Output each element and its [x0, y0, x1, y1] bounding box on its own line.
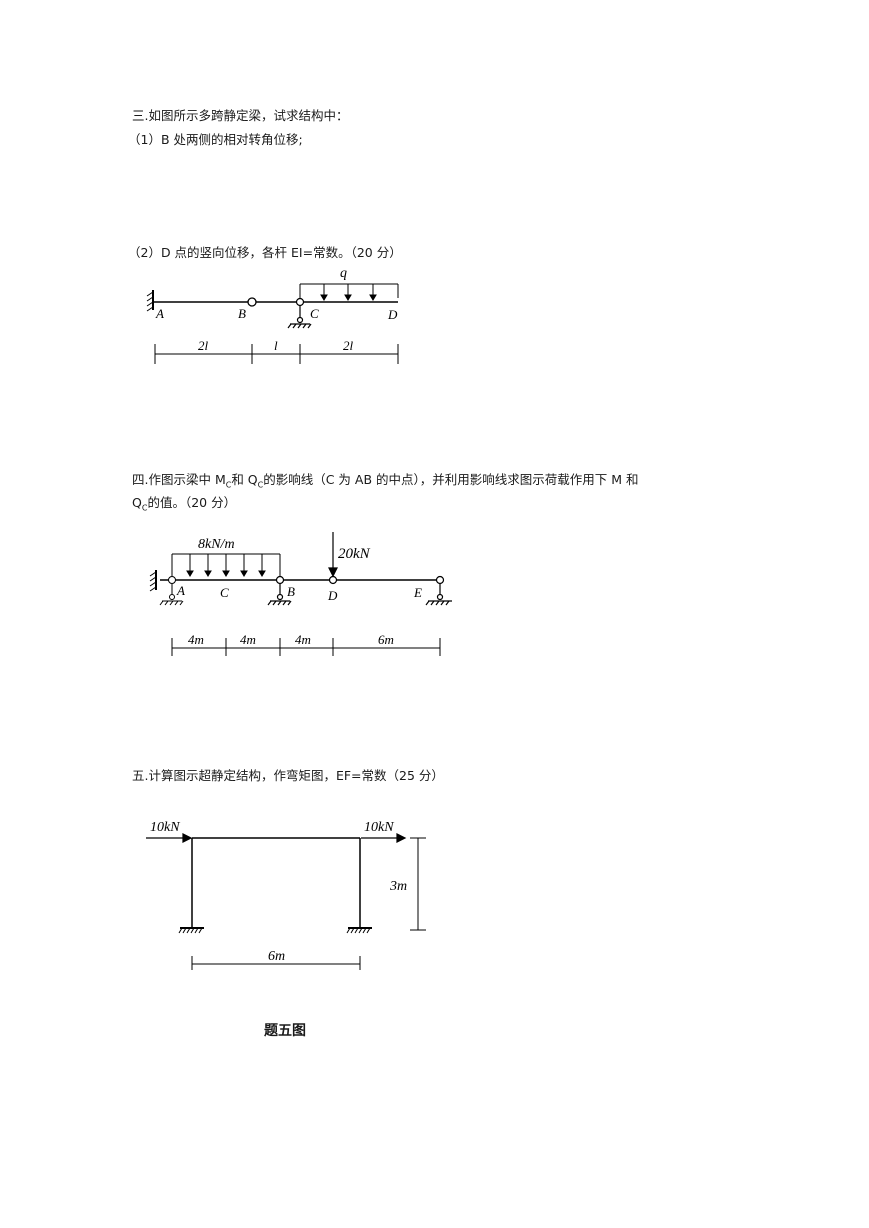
dim-label-1: 4m — [188, 632, 204, 647]
dim-label-4: 6m — [378, 632, 394, 647]
node-label-d: D — [387, 307, 398, 322]
height-dimension — [410, 837, 426, 931]
roller-support-a — [149, 570, 184, 606]
load-label-q: q — [340, 266, 347, 281]
load-arrow-right — [361, 833, 407, 843]
q4-line2-part-a: Q — [132, 495, 142, 510]
node-label-b: B — [238, 306, 246, 321]
portal-frame — [191, 837, 361, 928]
hinge-support-b — [267, 575, 292, 606]
pin-support-c — [287, 297, 312, 329]
node-label-a: A — [155, 306, 164, 321]
node-label-e: E — [413, 585, 422, 600]
q3-title: 三.如图所示多跨静定梁，试求结构中： — [132, 108, 349, 123]
q4-subscript-2: C — [257, 480, 264, 490]
q4-line2: QC的值。（20 分） — [132, 495, 236, 517]
height-label: 3m — [389, 879, 407, 894]
q3-beam-figure: q A B C D 2l l 2l — [146, 266, 399, 364]
dim-label-3: 2l — [343, 338, 354, 353]
distributed-load — [171, 553, 281, 577]
node-label-c: C — [310, 306, 319, 321]
dim-label-2: 4m — [240, 632, 256, 647]
dim-label-3: 4m — [295, 632, 311, 647]
q4-line1-part-c: 的影响线（C 为 AB 的中点），并利用影响线求图示荷载作用下 M 和 — [263, 472, 639, 487]
load-label-left: 10kN — [150, 820, 180, 835]
node-label-d: D — [327, 588, 338, 603]
dim-label-2: l — [274, 338, 278, 353]
fixed-support-right — [346, 927, 372, 934]
load-arrow-left — [146, 833, 193, 843]
node-label-b: B — [287, 584, 295, 599]
load-label-right: 10kN — [364, 820, 394, 835]
point-load-label: 20kN — [338, 546, 371, 562]
q4-subscript-3: C — [141, 503, 148, 513]
node-label-a: A — [176, 583, 185, 598]
width-label: 6m — [268, 949, 285, 964]
width-dimension — [191, 956, 361, 970]
dim-label-1: 2l — [198, 338, 209, 353]
hinge-b — [247, 297, 257, 307]
distributed-load-label: 8kN/m — [198, 537, 235, 552]
q4-line1-part-b: 和 Q — [231, 472, 258, 487]
q4-line1: 四.作图示梁中 MC和 QC的影响线（C 为 AB 的中点），并利用影响线求图示… — [132, 472, 639, 494]
q3-part2: （2）D 点的竖向位移，各杆 EI=常数。（20 分） — [128, 245, 402, 260]
node-label-c: C — [220, 585, 229, 600]
point-load-arrow — [328, 532, 338, 578]
q3-part1: （1）B 处两侧的相对转角位移; — [128, 132, 303, 147]
dimension-line — [154, 344, 399, 364]
figure-caption: 题五图 — [264, 1023, 306, 1039]
hinge-d — [328, 575, 338, 585]
q5-title: 五.计算图示超静定结构，作弯矩图，EF=常数（25 分） — [132, 768, 444, 783]
q4-beam-figure: 8kN/m 20kN A C B D E 4m 4m 4m 6m — [149, 532, 452, 656]
dimension-line — [171, 638, 441, 656]
pin-support-e — [425, 575, 452, 606]
distributed-load-q — [299, 283, 399, 301]
q4-subscript-1: C — [225, 480, 232, 490]
fixed-support-left — [178, 927, 204, 934]
q4-line1-part-a: 四.作图示梁中 M — [132, 472, 226, 487]
q4-line2-part-b: 的值。（20 分） — [147, 495, 237, 510]
q5-frame-figure: 10kN 10kN 3m 6m — [146, 820, 426, 970]
fixed-support-a — [146, 290, 154, 312]
